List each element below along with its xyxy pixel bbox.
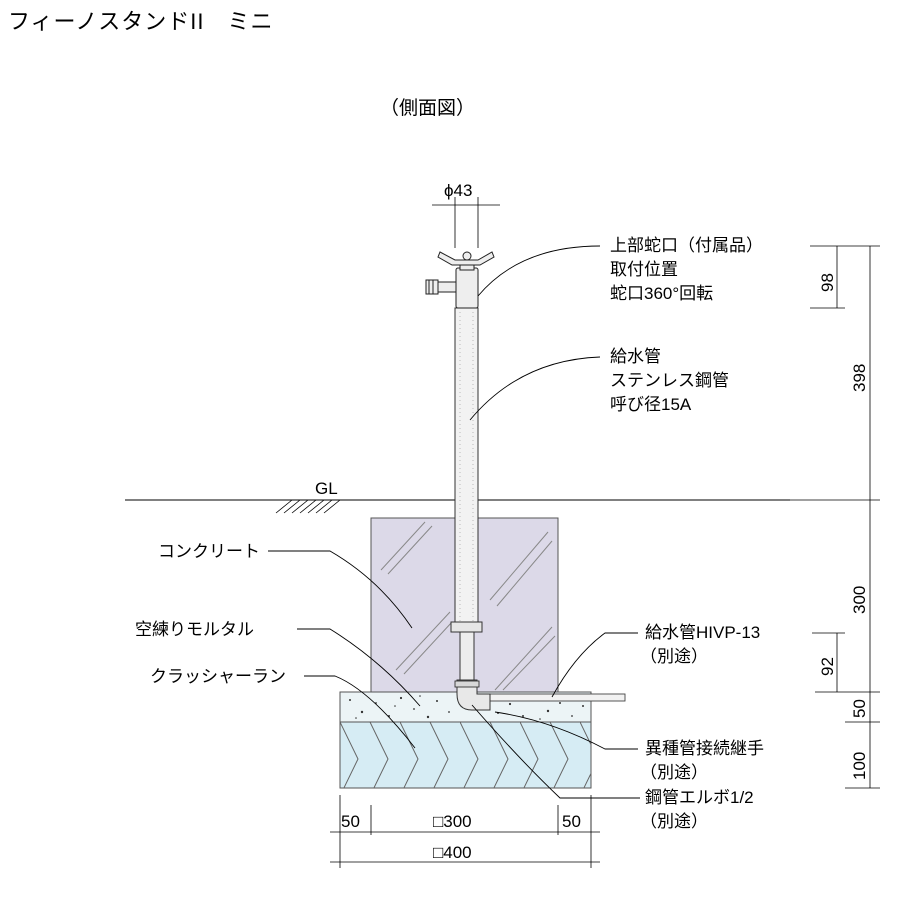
hivp-label-2: （別途）: [640, 647, 708, 666]
crusher-run-hatch: [340, 722, 591, 788]
hivp-label-1: 給水管HIVP-13: [645, 623, 760, 642]
right-dimensions: [788, 245, 880, 789]
elbow-label-2: （別途）: [640, 812, 708, 831]
dim-400: □400: [433, 843, 472, 862]
elbow-cap: [454, 680, 480, 688]
dim-50-vertical: 50: [850, 699, 869, 718]
stainless-pipe: [454, 307, 479, 631]
pipe-lower-fitting: [450, 621, 483, 633]
phi-dimension: ϕ43: [444, 181, 472, 200]
dim-300-bottom: □300: [433, 812, 472, 831]
faucet-label-1: 上部蛇口（付属品）: [610, 236, 763, 255]
hivp-pipe: [474, 693, 626, 702]
dim-100: 100: [850, 752, 869, 780]
dim-92: 92: [818, 657, 837, 676]
concrete-label: コンクリート: [158, 542, 260, 561]
dim-50-right: 50: [562, 812, 581, 831]
view-label: （側面図）: [380, 98, 476, 119]
bottom-dimensions: [330, 795, 600, 868]
joint-label-1: 異種管接続継手: [645, 739, 764, 758]
faucet-label-3: 蛇口360°回転: [610, 284, 713, 303]
leader-lines: [268, 245, 640, 799]
mortar-label: 空練りモルタル: [135, 620, 254, 639]
dim-50-left: 50: [341, 812, 360, 831]
pipe-lower-stub: [459, 631, 475, 681]
crusher-label: クラッシャーラン: [150, 667, 286, 686]
dim-300: 300: [850, 586, 869, 614]
dim-398: 398: [850, 364, 869, 392]
elbow-label-1: 鋼管エルボ1/2: [645, 788, 754, 807]
dim-98: 98: [818, 273, 837, 292]
steel-elbow: [456, 679, 491, 711]
gl-label: GL: [315, 479, 338, 498]
pipe-label-3: 呼び径15A: [610, 395, 692, 414]
pipe-label-1: 給水管: [610, 347, 661, 366]
concrete-reflection-lines: [380, 521, 556, 691]
ground-hatch: [275, 499, 341, 514]
pipe-label-2: ステンレス鋼管: [610, 371, 729, 390]
faucet-label-2: 取付位置: [610, 260, 678, 279]
joint-label-2: （別途）: [640, 763, 708, 782]
faucet: [425, 251, 495, 309]
page-title: フィーノスタンドII ミニ: [8, 9, 274, 34]
